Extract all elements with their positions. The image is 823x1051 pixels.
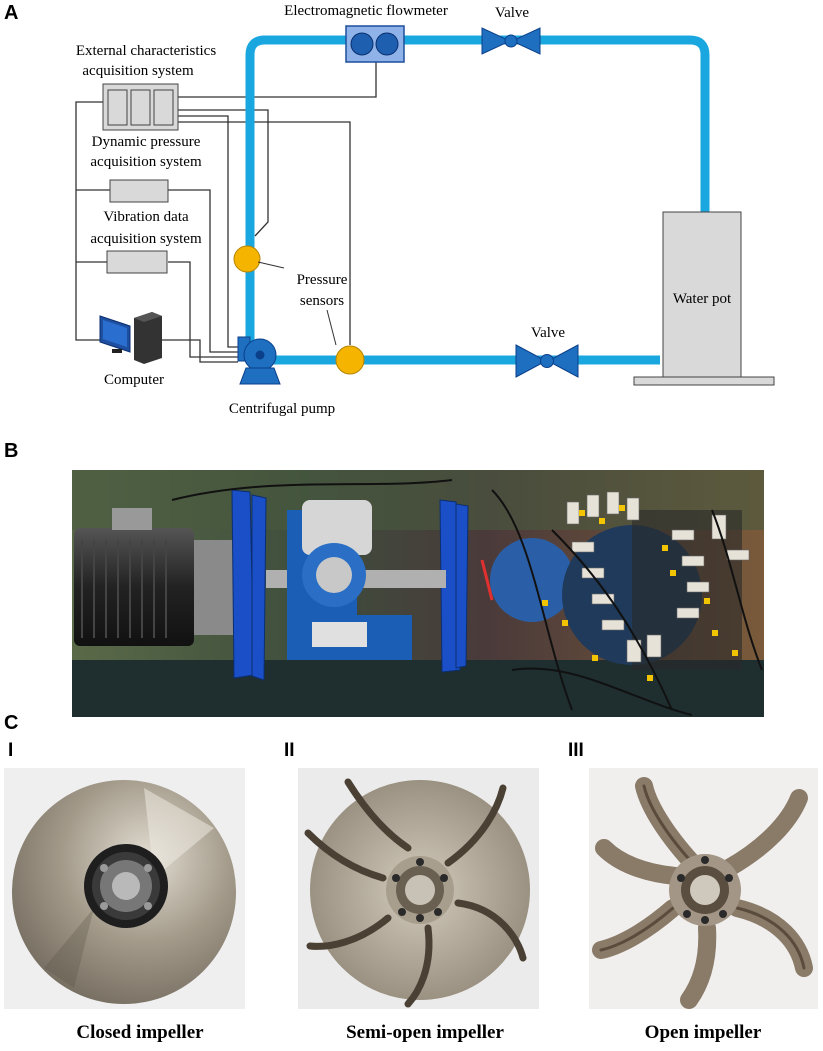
panel-label-c-i: I <box>8 740 14 761</box>
valve-top-label: Valve <box>495 5 529 21</box>
water-pot <box>633 211 775 386</box>
signal-wires <box>75 62 377 363</box>
panel-label-c: C <box>4 712 19 734</box>
vibration-label-line1: Vibration data <box>103 209 189 225</box>
flowmeter-label: Electromagnetic flowmeter <box>284 3 448 19</box>
panel-label-a: A <box>4 2 19 24</box>
panel-label-c-ii: II <box>284 740 295 761</box>
dynamic-pressure-device <box>109 179 169 203</box>
flowmeter <box>345 25 405 63</box>
caption-semi-open-impeller: Semi-open impeller <box>346 1022 504 1043</box>
caption-open-impeller: Open impeller <box>644 1022 762 1043</box>
test-rig-schematic: Electromagnetic flowmeter Valve Valve Wa… <box>75 3 775 417</box>
pressure-sensor-lower <box>335 345 365 375</box>
valve-top <box>481 27 541 55</box>
water-pot-label: Water pot <box>673 291 732 307</box>
panel-label-c-iii: III <box>568 740 584 761</box>
external-label-line2: acquisition system <box>82 63 194 79</box>
closed-impeller-photo <box>4 768 245 1009</box>
dynamic-label-line2: acquisition system <box>90 154 202 170</box>
pump-label: Centrifugal pump <box>229 401 335 417</box>
panel-label-b: B <box>4 440 19 462</box>
valve-bottom <box>515 344 579 378</box>
caption-closed-impeller: Closed impeller <box>76 1022 204 1043</box>
centrifugal-pump-icon <box>237 336 281 385</box>
external-acquisition-device <box>102 83 179 131</box>
pressure-sensor-upper <box>233 245 261 273</box>
open-impeller-photo <box>589 768 818 1009</box>
external-label-line1: External characteristics <box>76 43 217 59</box>
pressure-label-line2: sensors <box>300 293 344 309</box>
dynamic-label-line1: Dynamic pressure <box>92 134 201 150</box>
pressure-label-line1: Pressure <box>297 272 348 288</box>
test-rig-photo <box>72 470 764 717</box>
semi-open-impeller-photo <box>298 768 539 1009</box>
valve-bottom-label: Valve <box>531 325 565 341</box>
computer-label: Computer <box>104 372 164 388</box>
computer-icon <box>99 312 162 364</box>
vibration-device <box>106 250 168 274</box>
vibration-label-line2: acquisition system <box>90 231 202 247</box>
pipe-loop <box>245 35 710 365</box>
